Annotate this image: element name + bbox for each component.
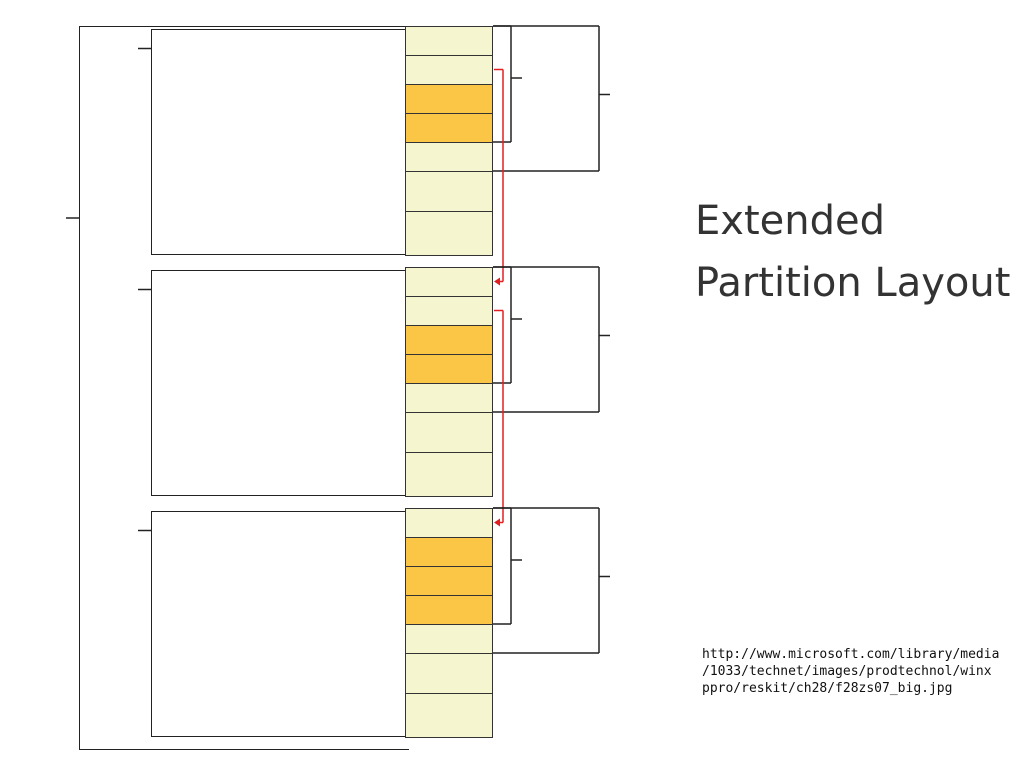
logical-drive-box	[151, 270, 409, 496]
arrowhead	[494, 277, 500, 286]
sector-cell	[405, 412, 493, 453]
sector-cell	[405, 296, 493, 326]
outer-partition-bracket	[79, 26, 409, 750]
sector-cell	[405, 26, 493, 56]
sector-cell	[405, 383, 493, 413]
sector-cell	[405, 171, 493, 212]
source-url: http://www.microsoft.com/library/media /…	[702, 647, 1000, 696]
sector-cell	[405, 537, 493, 567]
sector-cell	[405, 325, 493, 355]
slide-title: Extended Partition Layout	[695, 198, 1011, 306]
sector-cell	[405, 113, 493, 143]
sector-cell	[405, 354, 493, 384]
sector-cell	[405, 84, 493, 114]
logical-drive-box	[151, 511, 409, 737]
sector-cell	[405, 267, 493, 297]
sector-cell	[405, 508, 493, 538]
sector-cell	[405, 693, 493, 738]
sector-cell	[405, 653, 493, 694]
sector-cell	[405, 142, 493, 172]
sector-cell	[405, 624, 493, 654]
sector-cell	[405, 595, 493, 625]
sector-cell	[405, 452, 493, 497]
logical-drive-box	[151, 29, 409, 255]
sector-cell	[405, 211, 493, 256]
sector-cell	[405, 55, 493, 85]
sector-cell	[405, 566, 493, 596]
arrowhead	[494, 518, 500, 527]
